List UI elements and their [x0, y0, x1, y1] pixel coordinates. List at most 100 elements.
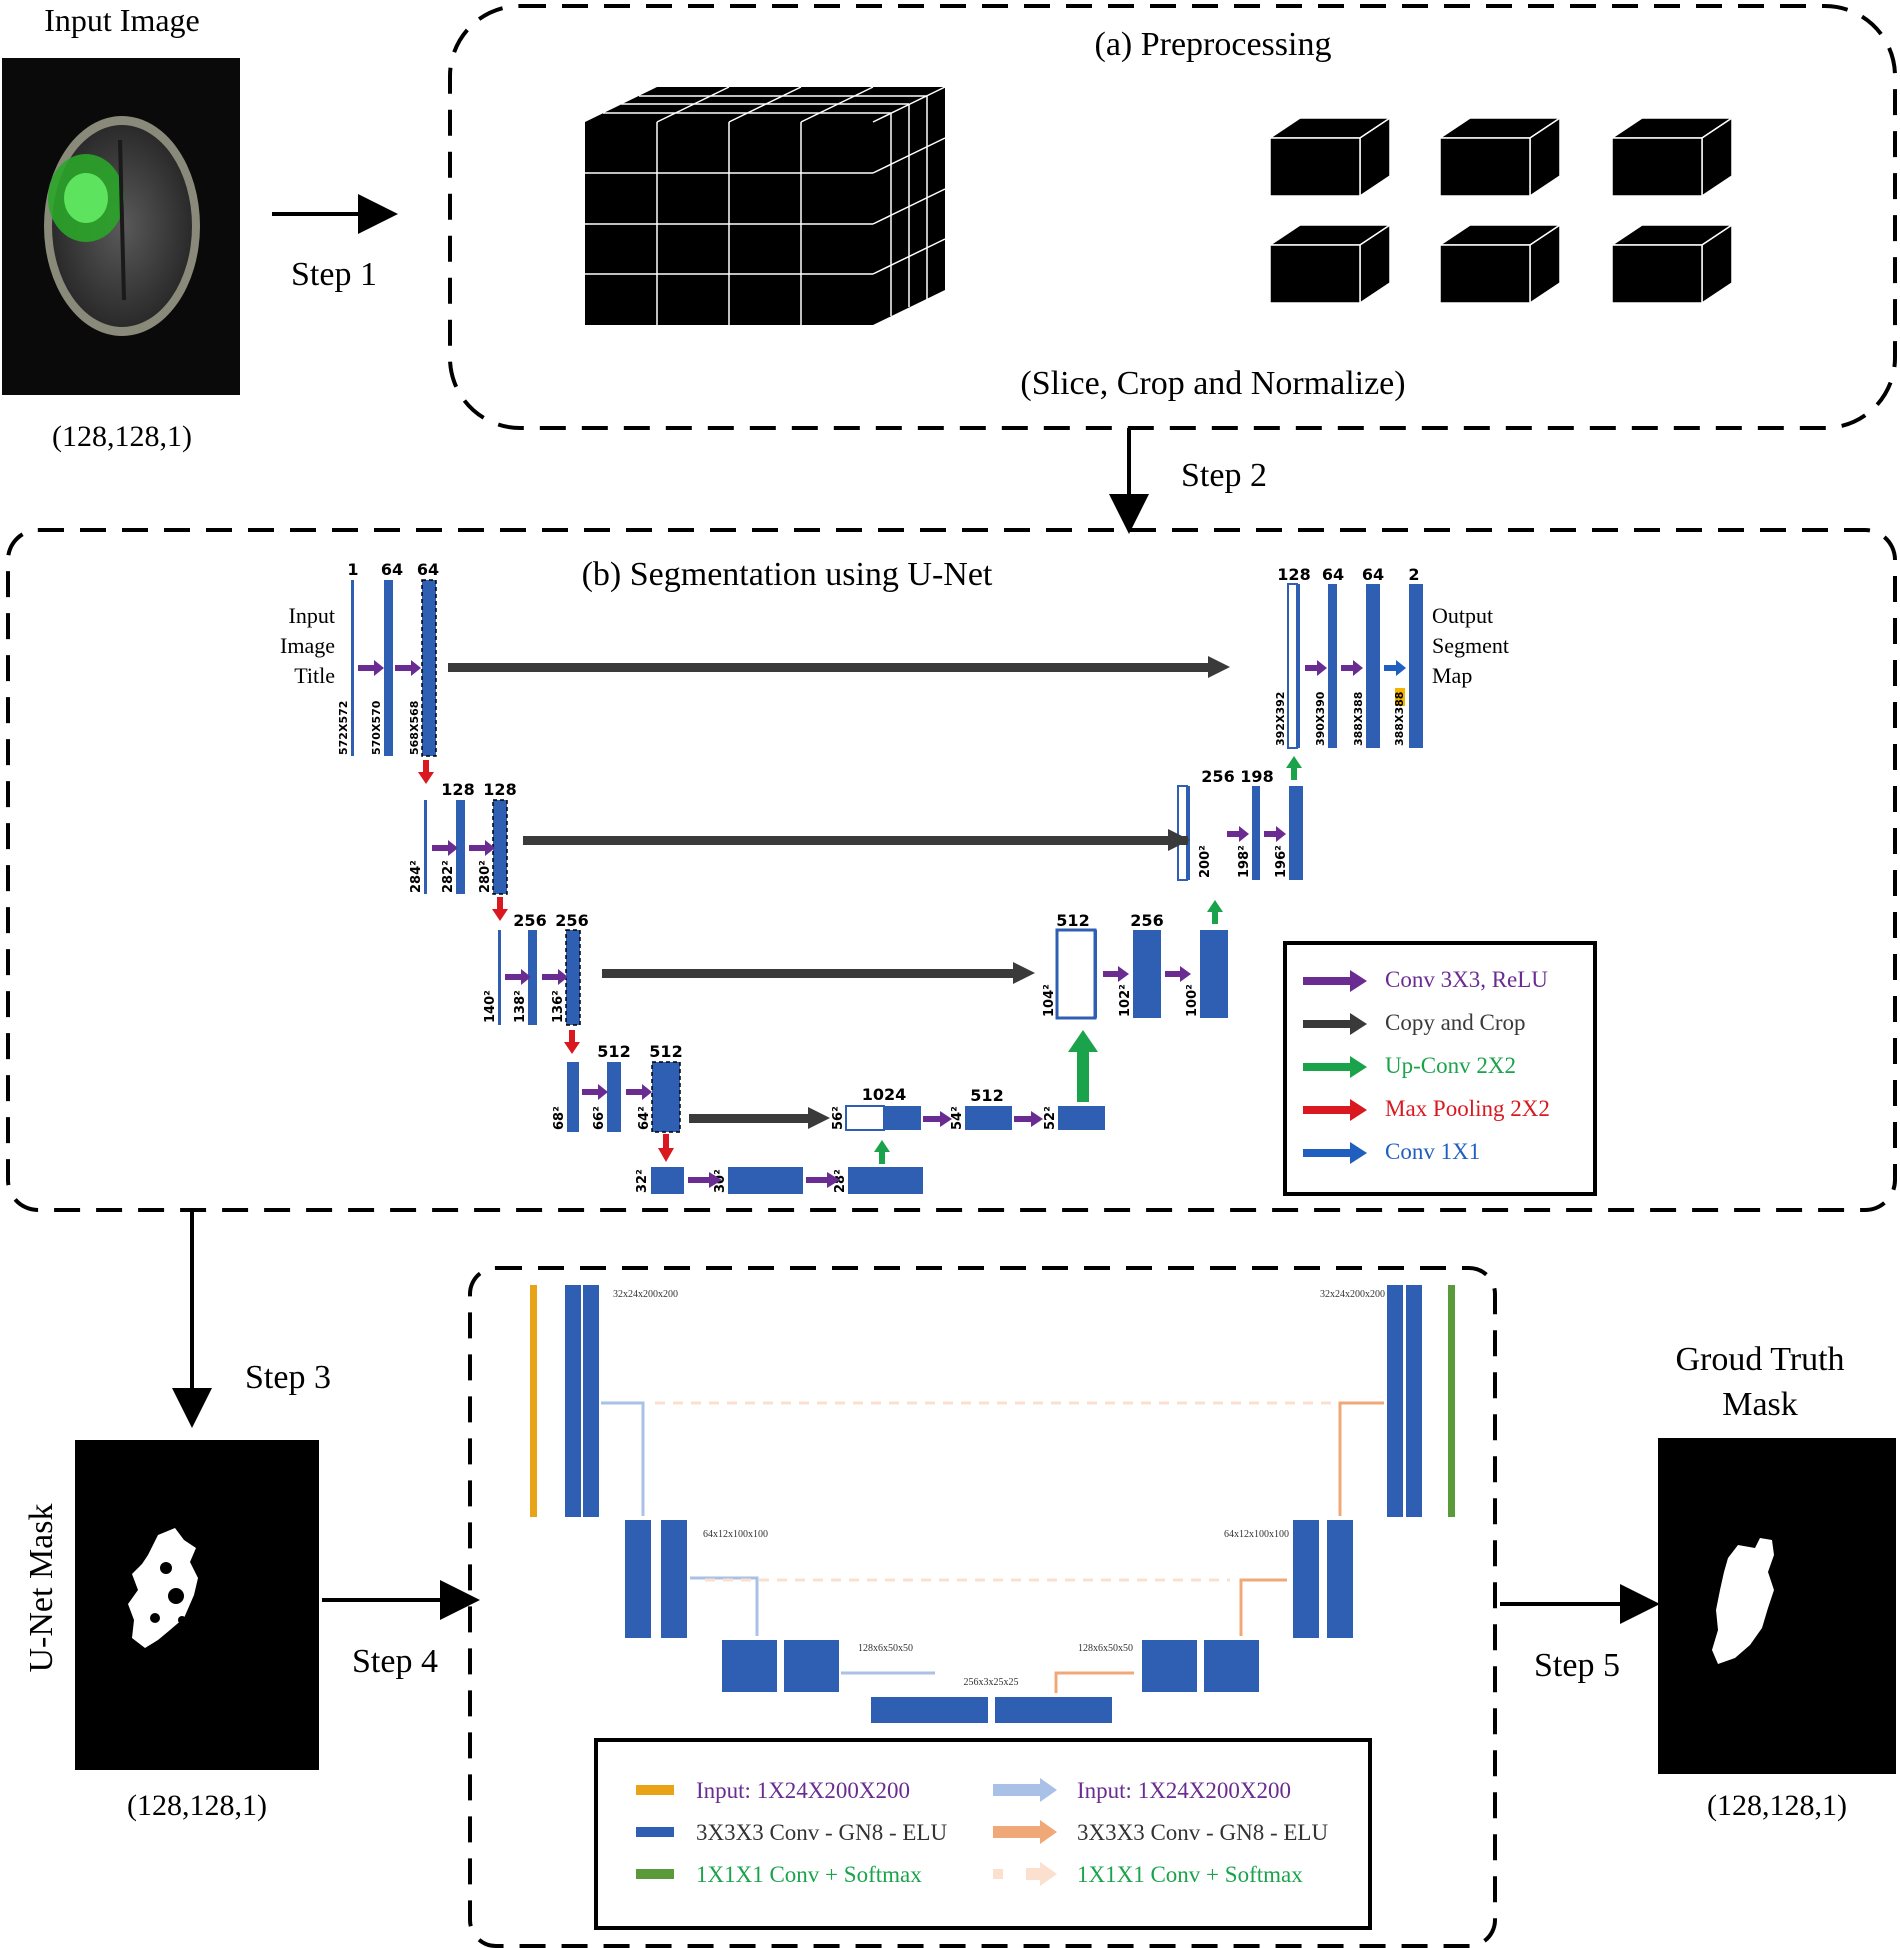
svg-text:102²: 102² [1118, 984, 1133, 1017]
svg-text:Segment: Segment [1432, 633, 1509, 658]
svg-text:66²: 66² [592, 1106, 607, 1130]
svg-text:Title: Title [294, 663, 335, 688]
unet-output-label: Output Segment Map [1432, 603, 1509, 688]
bottleneck-sizes: 32² 30² 28² [635, 1169, 848, 1193]
svg-text:3X3X3 Conv - GN8 - ELU: 3X3X3 Conv - GN8 - ELU [696, 1820, 947, 1845]
decoder-level-2-channels: 256 198 [1201, 767, 1273, 786]
svg-text:256: 256 [513, 911, 546, 930]
svg-text:512: 512 [597, 1042, 630, 1061]
svg-text:Map: Map [1432, 663, 1472, 688]
decoder-level-3 [1055, 928, 1228, 1020]
svg-text:128: 128 [1277, 565, 1310, 584]
svg-text:64: 64 [381, 560, 403, 579]
svg-text:3X3X3 Conv - GN8 - ELU: 3X3X3 Conv - GN8 - ELU [1077, 1820, 1328, 1845]
svg-text:388X388: 388X388 [1393, 692, 1406, 746]
svg-text:128x6x50x50: 128x6x50x50 [1078, 1643, 1133, 1654]
svg-text:128x6x50x50: 128x6x50x50 [858, 1643, 913, 1654]
svg-text:64x12x100x100: 64x12x100x100 [703, 1529, 768, 1540]
svg-text:198: 198 [1240, 767, 1273, 786]
unet-mask-title: U-Net Mask [23, 1503, 60, 1672]
preprocessing-subtitle: (Slice, Crop and Normalize) [1020, 365, 1405, 402]
svg-text:2: 2 [1408, 565, 1419, 584]
svg-text:512: 512 [1056, 911, 1089, 930]
svg-text:64²: 64² [637, 1106, 652, 1130]
svg-text:256: 256 [555, 911, 588, 930]
decoder-level-4-sizes: 56² 54² 52² [831, 1106, 1058, 1130]
svg-text:56²: 56² [831, 1106, 846, 1130]
svg-text:Max Pooling 2X2: Max Pooling 2X2 [1385, 1096, 1550, 1121]
svg-text:256: 256 [1130, 911, 1163, 930]
svg-text:32²: 32² [635, 1169, 650, 1193]
svg-text:390X390: 390X390 [1314, 691, 1327, 746]
encoder-level-4-sizes: 68² 66² 64² [552, 1106, 652, 1130]
ground-truth-image [1658, 1438, 1896, 1774]
up-conv-arrows [874, 756, 1302, 1164]
svg-text:Up-Conv 2X2: Up-Conv 2X2 [1385, 1053, 1516, 1078]
svg-text:572X572: 572X572 [337, 701, 350, 755]
svg-text:64: 64 [1322, 565, 1344, 584]
svg-text:568X568: 568X568 [408, 701, 421, 755]
svg-text:28²: 28² [833, 1169, 848, 1193]
input-brain-image [2, 58, 240, 395]
preprocessing-box [448, 4, 1897, 430]
input-shape-label: (128,128,1) [52, 420, 192, 453]
preprocessing-title: (a) Preprocessing [1095, 26, 1332, 63]
encoder-level-2-sizes: 284² 282² 280² [409, 860, 493, 893]
encoder-level-1-channels: 1 64 64 [347, 560, 439, 579]
ground-truth-shape: (128,128,1) [1707, 1789, 1847, 1822]
svg-text:30²: 30² [713, 1169, 728, 1193]
svg-text:52²: 52² [1043, 1106, 1058, 1130]
unet-title: (b) Segmentation using U-Net [582, 556, 993, 593]
decoder-level-4 [845, 1105, 1105, 1131]
encoder-level-4 [567, 1061, 681, 1133]
svg-text:104²: 104² [1042, 984, 1057, 1017]
unet-input-label: Input Image Title [280, 603, 335, 688]
unet3d-box [468, 1266, 1497, 1948]
decoder-level-1-sizes: 392X392 390X390 388X388 388X388 [1274, 691, 1406, 746]
svg-text:1X1X1 Conv + Softmax: 1X1X1 Conv + Softmax [696, 1862, 922, 1887]
decoder-level-1 [1287, 583, 1423, 749]
decoder-level-1-channels: 128 64 64 2 [1277, 565, 1419, 584]
svg-text:140²: 140² [483, 990, 498, 1023]
svg-text:570X570: 570X570 [370, 700, 383, 755]
decoder-level-4-channels: 1024 512 [862, 1085, 1004, 1105]
input-image-title: Input Image [44, 2, 200, 38]
encoder-level-2-channels: 128 128 [441, 780, 516, 799]
svg-text:64: 64 [1362, 565, 1384, 584]
svg-text:200²: 200² [1198, 845, 1213, 878]
unet3d-connections [601, 1401, 1384, 1693]
unet3d-blocks [530, 1285, 1455, 1723]
step2-label: Step 2 [1181, 457, 1267, 494]
svg-text:284²: 284² [409, 860, 424, 893]
decoder-level-2-sizes: 200² 198² 196² [1198, 845, 1289, 878]
ground-truth-title-line1: Groud Truth [1675, 1341, 1844, 1378]
unet-legend-labels: Conv 3X3, ReLU Copy and Crop Up-Conv 2X2… [1385, 967, 1550, 1164]
svg-text:Input: 1X24X200X200: Input: 1X24X200X200 [1077, 1778, 1291, 1803]
slice-cubes [1267, 116, 1735, 305]
svg-text:68²: 68² [552, 1106, 567, 1130]
svg-text:Output: Output [1432, 603, 1493, 628]
svg-text:256x3x25x25: 256x3x25x25 [964, 1677, 1019, 1688]
svg-text:32x24x200x200: 32x24x200x200 [613, 1289, 678, 1300]
svg-text:Image: Image [280, 633, 335, 658]
svg-text:282²: 282² [441, 860, 456, 893]
svg-text:138²: 138² [513, 990, 528, 1023]
svg-text:198²: 198² [1237, 845, 1252, 878]
encoder-level-3-sizes: 140² 138² 136² [483, 990, 566, 1023]
svg-text:392X392: 392X392 [1274, 692, 1287, 746]
svg-text:128: 128 [483, 780, 516, 799]
unet3d-legend-labels: Input: 1X24X200X200 3X3X3 Conv - GN8 - E… [696, 1778, 1328, 1887]
svg-text:256: 256 [1201, 767, 1234, 786]
encoder-level-3 [498, 929, 581, 1026]
svg-text:512: 512 [649, 1042, 682, 1061]
svg-text:1X1X1 Conv + Softmax: 1X1X1 Conv + Softmax [1077, 1862, 1303, 1887]
svg-text:Conv 3X3, ReLU: Conv 3X3, ReLU [1385, 967, 1548, 992]
svg-text:32x24x200x200: 32x24x200x200 [1320, 1289, 1385, 1300]
volume-grid-cube [585, 86, 946, 325]
svg-text:136²: 136² [551, 990, 566, 1023]
encoder-level-3-channels: 256 256 [513, 911, 588, 930]
svg-text:512: 512 [970, 1086, 1003, 1105]
step4-label: Step 4 [352, 1643, 438, 1680]
unet-mask-shape: (128,128,1) [127, 1789, 267, 1822]
svg-text:100²: 100² [1185, 984, 1200, 1017]
